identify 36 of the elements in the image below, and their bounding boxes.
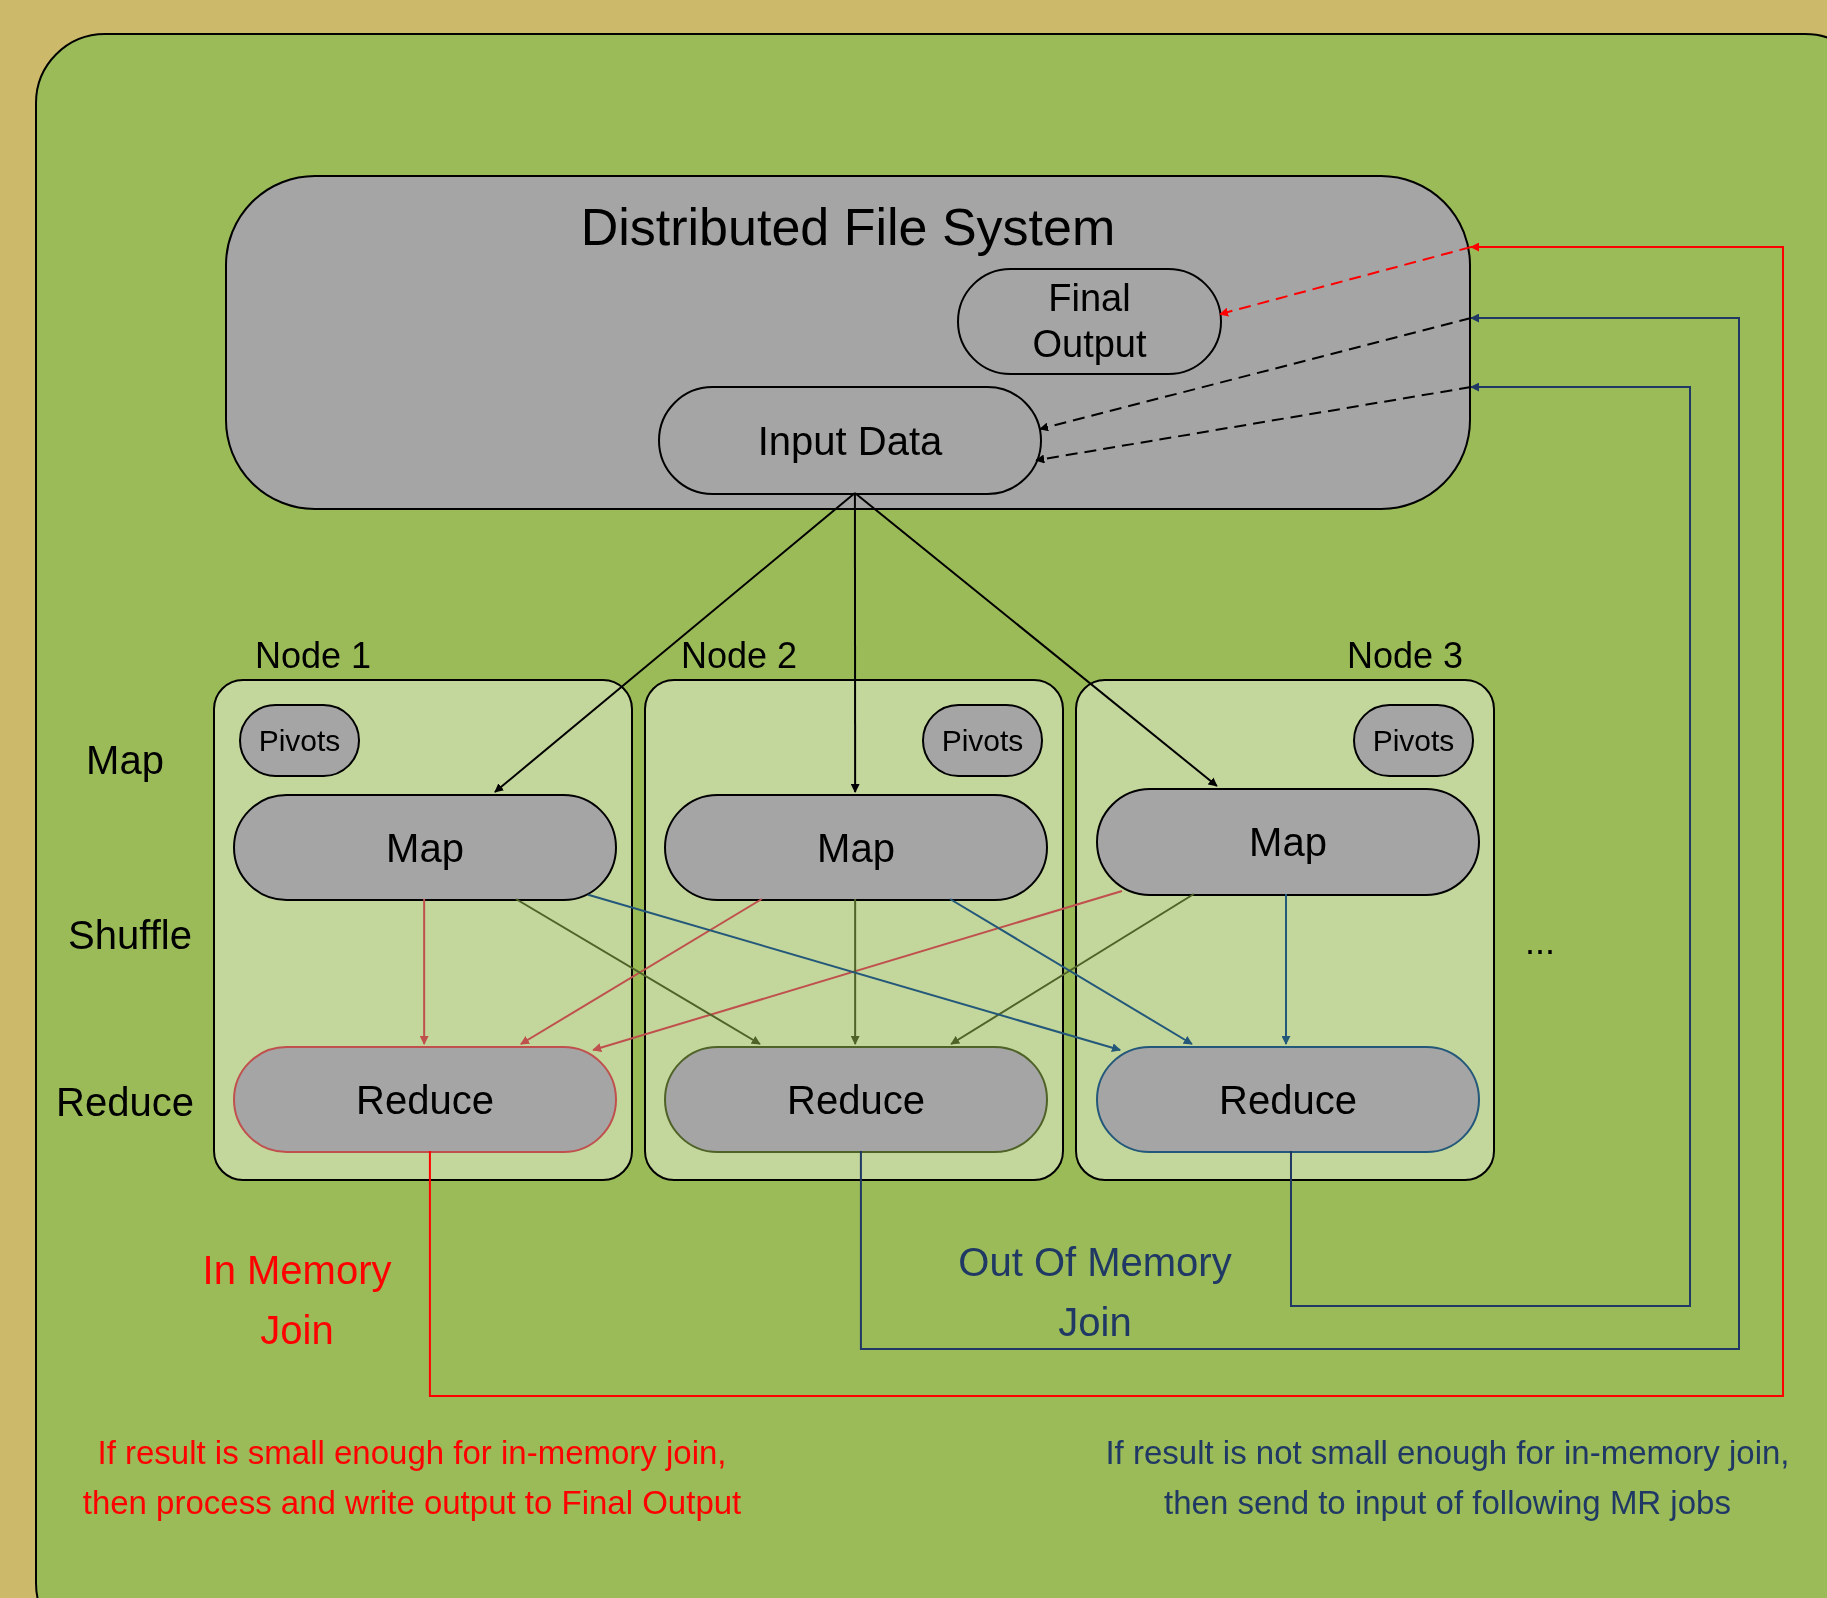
row-label: Map	[85, 737, 165, 784]
box-label: Reduce	[787, 1076, 925, 1124]
connector-arrow	[494, 492, 856, 793]
box-label: Input Data	[757, 417, 943, 465]
connector-arrow	[1281, 893, 1291, 1045]
box-label: Map	[817, 824, 895, 872]
storage-title: Distributed File System	[579, 197, 1117, 257]
join-label: In Memory Join	[201, 1247, 393, 1354]
join-label: Out Of Memory Join	[957, 1239, 1233, 1346]
box-label: Map	[386, 824, 464, 872]
connector-arrow	[853, 492, 1218, 787]
connector-arrow	[419, 898, 429, 1045]
box-label: Pivots	[941, 722, 1024, 759]
box-label: Final Output	[1031, 275, 1148, 367]
connector-arrow	[1035, 386, 1472, 464]
connector-arrow	[859, 313, 1740, 1350]
box-label: Reduce	[1219, 1076, 1357, 1124]
row-label: Shuffle	[67, 912, 193, 959]
storage-box	[225, 175, 1471, 510]
box-label: Reduce	[356, 1076, 494, 1124]
note-text: If result is not small enough for in-memory join, then send to input of following MR jobs	[1104, 1433, 1791, 1523]
box-label: Pivots	[1372, 722, 1455, 759]
ellipsis-label: ...	[1524, 920, 1556, 964]
connector-arrow	[1039, 317, 1472, 432]
node-heading: Node 2	[681, 635, 798, 677]
connector-arrow	[1290, 382, 1691, 1307]
box-label: Map	[1249, 819, 1327, 866]
connector-arrow	[850, 898, 860, 1045]
connector-arrow	[428, 242, 1784, 1397]
box-label: Pivots	[258, 722, 341, 759]
node-heading: Node 1	[255, 635, 372, 677]
connector-arrow	[1219, 246, 1472, 317]
connector-arrow	[850, 492, 860, 793]
node-heading: Node 3	[1346, 635, 1463, 677]
row-label: Reduce	[55, 1079, 195, 1126]
note-text: If result is small enough for in-memory join, then process and write output to Final Output	[82, 1433, 742, 1523]
